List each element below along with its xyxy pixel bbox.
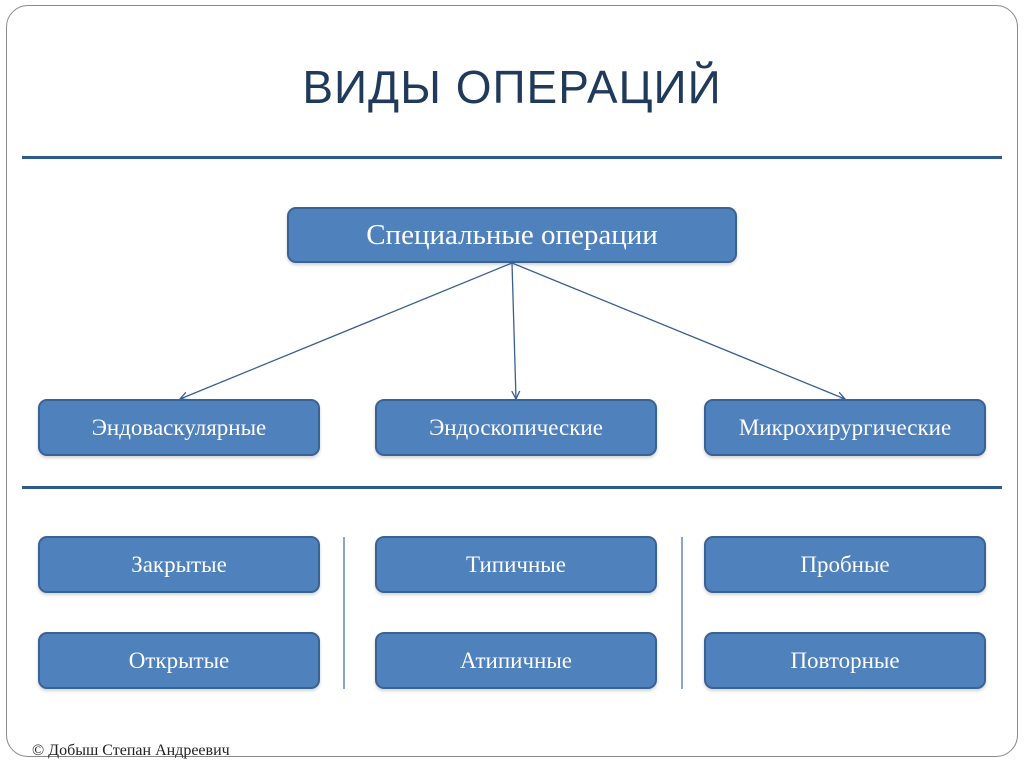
column-divider-left [343,537,345,689]
slide-title: ВИДЫ ОПЕРАЦИЙ [302,61,722,113]
grid-node-closed: Закрытые [38,536,320,593]
child-node-endoscopic: Эндоскопические [375,399,657,456]
arrow-to-microsurgical [511,262,845,399]
child-node-endovascular: Эндоваскулярные [38,399,320,456]
slide-frame [6,5,1018,757]
grid-node-atypical: Атипичные [375,632,657,689]
grid-node-typical: Типичные [375,536,657,593]
column-divider-right [681,537,683,689]
child-node-microsurgical: Микрохирургические [704,399,986,456]
arrow-to-endoscopic [512,262,516,399]
grid-node-trial: Пробные [704,536,986,593]
grid-node-repeat: Повторные [704,632,986,689]
copyright-footer: © Добыш Степан Андреевич [32,742,230,759]
section-divider [22,486,1002,489]
root-node: Специальные операции [287,207,737,263]
arrow-to-endovascular [180,262,513,399]
title-divider [22,156,1002,159]
grid-node-open: Открытые [38,632,320,689]
